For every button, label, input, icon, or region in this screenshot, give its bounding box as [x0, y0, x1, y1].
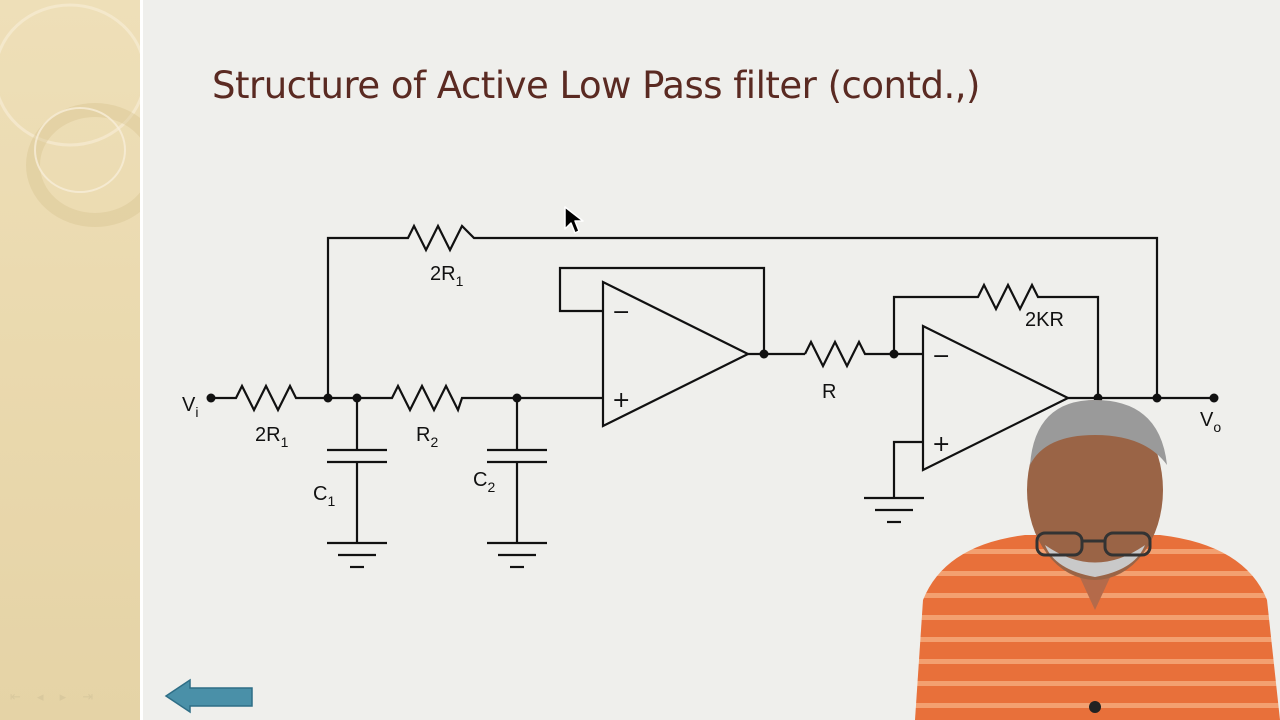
svg-text:2R1: 2R1 — [255, 424, 289, 450]
svg-text:R2: R2 — [416, 424, 438, 450]
slide-sidebar-decoration — [0, 0, 142, 720]
svg-text:C1: C1 — [313, 483, 335, 509]
opamp-1-feedback-wire — [558, 266, 805, 356]
output-terminal: Vo — [1068, 393, 1221, 435]
opamp-1: − + — [601, 280, 751, 428]
resistor-r: R — [804, 339, 923, 403]
slide-title: Structure of Active Low Pass filter (con… — [212, 64, 980, 107]
feedback-resistor-2r1: 2R1 — [326, 223, 1159, 398]
opamp-2: − + — [921, 324, 1071, 472]
mouse-cursor-icon — [564, 206, 584, 234]
capacitor-c2: C2 — [473, 398, 547, 543]
resistor-2kr: 2KR — [892, 282, 1100, 398]
svg-text:2KR: 2KR — [1025, 309, 1064, 331]
svg-text:Vi: Vi — [182, 394, 198, 420]
back-arrow-icon[interactable] — [164, 678, 256, 714]
ground-symbol-c1 — [327, 541, 387, 569]
presenter-video — [915, 400, 1280, 720]
svg-text:−: − — [932, 344, 950, 369]
ground-symbol-c2 — [487, 541, 547, 569]
svg-text:+: + — [932, 432, 950, 457]
resistor-r2: R2 — [328, 383, 603, 450]
svg-text:Vo: Vo — [1200, 409, 1221, 435]
svg-text:−: − — [612, 300, 630, 325]
svg-text:2R1: 2R1 — [430, 263, 464, 289]
slide-nav-controls[interactable]: ⇤ ◂ ▸ ⇥ — [10, 690, 100, 705]
capacitor-c1: C1 — [313, 398, 387, 543]
input-terminal: Vi — [182, 393, 216, 420]
svg-text:+: + — [612, 388, 630, 413]
sidebar-swirl-graphic — [0, 3, 142, 227]
svg-text:C2: C2 — [473, 469, 495, 495]
svg-text:R: R — [822, 381, 836, 403]
opamp-2-ground-wire — [864, 440, 924, 524]
input-resistor-2r1: 2R1 — [211, 383, 328, 450]
sidebar-divider — [140, 0, 143, 720]
